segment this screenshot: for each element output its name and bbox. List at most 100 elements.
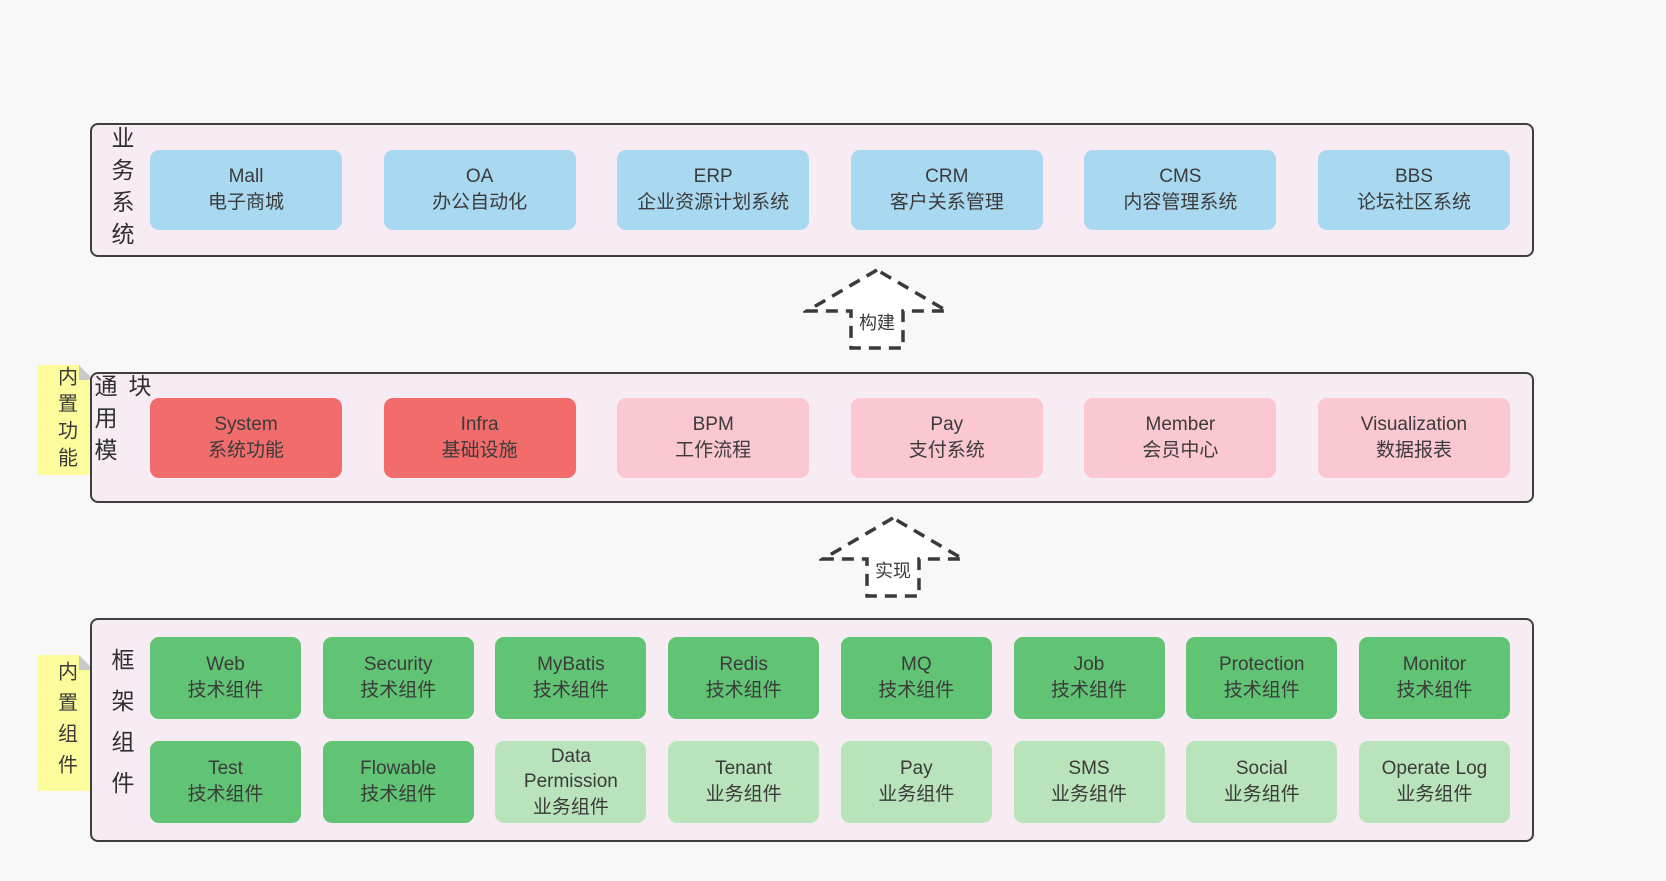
box-crm: CRM 客户关系管理 (850, 150, 1043, 230)
box-tenant: Tenant 业务组件 (668, 741, 820, 823)
box-oa: OA 办公自动化 (383, 150, 576, 230)
box-mybatis: MyBatis 技术组件 (495, 637, 647, 719)
box-title: Data Permission (523, 745, 618, 793)
box-title: Operate Log (1381, 758, 1488, 780)
box-subtitle: 业务组件 (1051, 784, 1128, 805)
box-subtitle: 客户关系管理 (889, 192, 1004, 213)
components-layer-label: 框架组件 (108, 648, 134, 812)
modules-boxes-row: System 系统功能 Infra 基础设施 BPM 工作流程 Pay 支付系统… (150, 374, 1532, 501)
box-operate-log: Operate Log 业务组件 (1358, 741, 1510, 823)
box-subtitle: 技术组件 (878, 680, 955, 701)
box-visualization: Visualization 数据报表 (1317, 397, 1510, 478)
box-title: Web (206, 654, 245, 676)
box-subtitle: 办公自动化 (432, 192, 528, 213)
box-subtitle: 技术组件 (1223, 680, 1300, 701)
note-label: 内置功能 (54, 366, 77, 474)
box-title: Test (208, 758, 243, 780)
note-label: 内置组件 (54, 661, 77, 785)
box-subtitle: 技术组件 (1051, 680, 1128, 701)
box-title: Infra (460, 413, 499, 435)
implement-arrow-label: 实现 (872, 557, 914, 583)
built-in-features-note: 内置功能 (38, 365, 94, 475)
box-redis: Redis 技术组件 (668, 637, 820, 719)
box-title: Protection (1218, 654, 1305, 676)
box-pay-component: Pay 业务组件 (840, 741, 992, 823)
box-title: Tenant (715, 758, 773, 780)
build-arrow-label: 构建 (856, 309, 898, 335)
box-title: Redis (719, 654, 768, 676)
box-title: SMS (1068, 758, 1110, 780)
box-title: Flowable (360, 758, 437, 780)
box-web: Web 技术组件 (150, 637, 301, 719)
box-title: Security (363, 654, 433, 676)
box-flowable: Flowable 技术组件 (322, 741, 474, 823)
box-erp: ERP 企业资源计划系统 (617, 150, 810, 230)
box-title: CRM (925, 166, 969, 188)
box-subtitle: 基础设施 (441, 439, 518, 461)
box-subtitle: 论坛社区系统 (1356, 192, 1471, 213)
box-subtitle: 技术组件 (360, 680, 437, 701)
box-pay-module: Pay 支付系统 (850, 397, 1043, 478)
box-data-permission: Data Permission 业务组件 (495, 741, 647, 823)
business-layer-label: 业务系统 (108, 126, 134, 254)
box-infra: Infra 基础设施 (383, 397, 576, 478)
box-test: Test 技术组件 (150, 741, 301, 823)
box-member: Member 会员中心 (1084, 397, 1277, 478)
box-subtitle: 业务组件 (532, 796, 609, 818)
box-title: Member (1145, 413, 1216, 435)
box-subtitle: 系统功能 (207, 439, 284, 461)
box-title: BPM (692, 413, 734, 435)
box-subtitle: 技术组件 (532, 680, 609, 701)
box-subtitle: 企业资源计划系统 (637, 192, 790, 213)
box-title: Social (1235, 758, 1288, 780)
box-title: MyBatis (537, 654, 605, 676)
components-row-1: Web 技术组件 Security 技术组件 MyBatis 技术组件 Redi… (150, 637, 1510, 719)
box-title: Pay (899, 758, 933, 780)
box-subtitle: 技术组件 (705, 680, 782, 701)
components-boxes-rows: Web 技术组件 Security 技术组件 MyBatis 技术组件 Redi… (150, 620, 1532, 840)
box-subtitle: 技术组件 (1396, 680, 1473, 701)
box-cms: CMS 内容管理系统 (1084, 150, 1277, 230)
box-system: System 系统功能 (150, 397, 342, 478)
box-social: Social 业务组件 (1186, 741, 1338, 823)
implement-arrow: 实现 (819, 514, 967, 600)
box-subtitle: 业务组件 (1396, 784, 1473, 805)
box-title: Mall (228, 166, 264, 188)
box-mq: MQ 技术组件 (840, 637, 992, 719)
box-subtitle: 数据报表 (1375, 439, 1452, 461)
modules-layer-label: 通用模块 (91, 374, 151, 470)
box-sms: SMS 业务组件 (1013, 741, 1165, 823)
built-in-components-note: 内置组件 (38, 655, 94, 791)
box-title: ERP (693, 166, 733, 188)
box-mall: Mall 电子商城 (150, 150, 342, 230)
box-bpm: BPM 工作流程 (617, 397, 810, 478)
box-title: Pay (930, 413, 964, 435)
box-subtitle: 技术组件 (187, 784, 264, 805)
box-title: MQ (901, 654, 932, 676)
common-modules-layer: 通用模块 System 系统功能 Infra 基础设施 BPM 工作流程 Pay… (90, 372, 1534, 503)
box-monitor: Monitor 技术组件 (1358, 637, 1510, 719)
box-security: Security 技术组件 (322, 637, 474, 719)
box-title: OA (465, 166, 494, 188)
box-bbs: BBS 论坛社区系统 (1317, 150, 1510, 230)
business-boxes-row: Mall 电子商城 OA 办公自动化 ERP 企业资源计划系统 CRM 客户关系… (150, 125, 1532, 255)
box-subtitle: 业务组件 (878, 784, 955, 805)
box-subtitle: 业务组件 (1223, 784, 1300, 805)
framework-components-layer: 框架组件 Web 技术组件 Security 技术组件 MyBatis 技术组件… (90, 618, 1534, 842)
business-systems-layer: 业务系统 Mall 电子商城 OA 办公自动化 ERP 企业资源计划系统 CRM… (90, 123, 1534, 257)
box-title: BBS (1394, 166, 1433, 188)
box-subtitle: 技术组件 (187, 680, 264, 701)
box-title: System (214, 413, 278, 435)
box-subtitle: 支付系统 (908, 439, 985, 461)
box-subtitle: 工作流程 (675, 439, 752, 461)
box-subtitle: 业务组件 (705, 784, 782, 805)
box-subtitle: 技术组件 (360, 784, 437, 805)
box-subtitle: 内容管理系统 (1123, 192, 1238, 213)
box-title: Monitor (1402, 654, 1467, 676)
box-title: Visualization (1360, 413, 1468, 435)
box-title: CMS (1159, 166, 1202, 188)
components-row-2: Test 技术组件 Flowable 技术组件 Data Permission … (150, 741, 1510, 823)
box-protection: Protection 技术组件 (1186, 637, 1338, 719)
box-subtitle: 会员中心 (1142, 439, 1219, 461)
box-job: Job 技术组件 (1013, 637, 1165, 719)
